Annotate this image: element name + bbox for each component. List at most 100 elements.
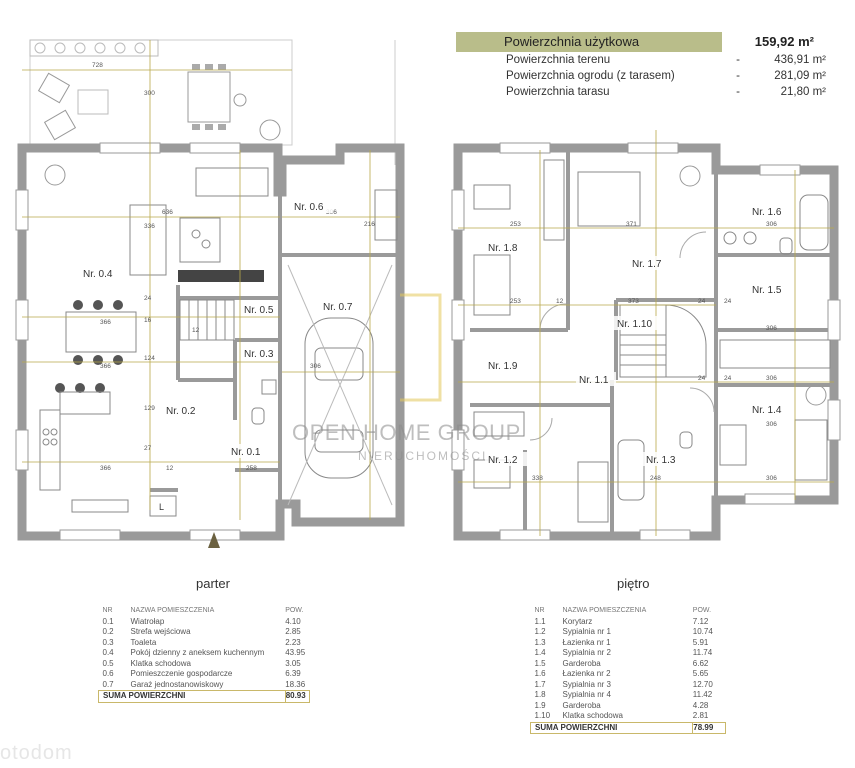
dim: 12	[556, 298, 564, 305]
dim: 24	[144, 295, 152, 302]
washbasin-icon	[261, 379, 277, 395]
upper-dimension-values: 253 371 306 306 253 373 306 12 24 24 24 …	[510, 221, 777, 482]
room-label: Nr. 1.5	[749, 282, 791, 296]
sink-counter	[71, 499, 129, 513]
sum-value: 80.93	[284, 690, 311, 703]
upper-room-labels: Nr. 1.1 Nr. 1.2 Nr. 1.3 Nr. 1.4 Nr. 1.5 …	[485, 204, 791, 466]
car-icon	[304, 317, 374, 479]
dim: 371	[626, 221, 637, 228]
kitchen-counter	[178, 270, 264, 282]
dim: 306	[766, 375, 777, 382]
room-label: Nr. 1.7	[629, 256, 671, 270]
dim: 248	[650, 475, 661, 482]
lounge-chair	[43, 109, 77, 141]
summary-row-dash: -	[736, 54, 740, 66]
upper-windows	[451, 142, 841, 541]
svg-text:Nr. 1.2: Nr. 1.2	[488, 455, 518, 466]
washbasin-icon	[723, 231, 737, 245]
ground-interior-walls	[150, 190, 400, 520]
room-label: Nr. 1.4	[749, 402, 791, 416]
svg-text:Nr. 0.1: Nr. 0.1	[231, 447, 261, 458]
desk	[719, 424, 747, 466]
dim: 373	[628, 298, 639, 305]
svg-text:Nr. 0.6: Nr. 0.6	[294, 202, 324, 213]
room-label: Nr. 1.1	[576, 372, 616, 386]
summary-row-label: Powierzchnia tarasu	[506, 86, 610, 98]
room-label: Nr. 1.8	[485, 240, 527, 254]
dim: 300	[144, 90, 155, 97]
summary-row-value: 281,09 m²	[774, 70, 826, 82]
summary-row-value: 436,91 m²	[774, 54, 826, 66]
ground-stairs	[179, 299, 235, 341]
tv-unit	[129, 204, 167, 276]
door-swings	[529, 231, 715, 441]
garage-door-lines	[287, 264, 393, 506]
dim: 258	[246, 465, 257, 472]
sofa	[195, 167, 269, 197]
dim: 12	[192, 327, 200, 334]
room-label: Nr. 0.6	[291, 199, 333, 213]
table-sum-row: SUMA POWIERZCHNI 78.99	[529, 721, 726, 734]
bed	[794, 419, 828, 481]
toilet-icon	[679, 431, 693, 449]
svg-text:Nr. 0.5: Nr. 0.5	[244, 305, 274, 316]
sum-label: SUMA POWIERZCHNI	[529, 721, 694, 734]
ground-room-labels: Nr. 0.1 Nr. 0.2 Nr. 0.3 Nr. 0.4 Nr. 0.5 …	[80, 199, 362, 458]
room-label: Nr. 1.3	[643, 452, 685, 466]
summary-row-dash: -	[736, 70, 740, 82]
svg-text:Nr. 1.6: Nr. 1.6	[752, 207, 782, 218]
svg-text:Nr. 1.10: Nr. 1.10	[617, 319, 652, 330]
bed	[577, 171, 641, 227]
side-table	[77, 89, 109, 115]
ground-floor-plan: L 728 300 636 336 366 366 129 366 258 12…	[15, 39, 405, 548]
room-label: Nr. 0.3	[241, 346, 275, 360]
dim: 366	[100, 363, 111, 370]
column-header: NAZWA POMIESZCZENIA	[130, 607, 215, 615]
bathtub-icon	[799, 194, 829, 251]
column-header: NAZWA POMIESZCZENIA	[562, 607, 647, 615]
dining-table	[65, 311, 137, 353]
dim: 27	[144, 445, 152, 452]
ground-dimension-values: 728 300 636 336 366 366 129 366 258 124 …	[92, 62, 375, 472]
utility-cabinet	[374, 189, 398, 241]
planter-box	[29, 39, 159, 57]
plant-icon	[679, 165, 701, 187]
dim: 366	[100, 465, 111, 472]
svg-text:Nr. 0.7: Nr. 0.7	[323, 302, 353, 313]
summary-row-dash: -	[736, 86, 740, 98]
table-header: NR NAZWA POMIESZCZENIA POW.	[531, 606, 726, 617]
dim: 306	[310, 363, 321, 370]
watermark-line2: NIERUCHOMOŚCI	[358, 448, 487, 463]
column-header: POW.	[692, 607, 712, 615]
dining-chairs	[55, 300, 123, 393]
entrance-arrow-icon	[208, 532, 220, 548]
svg-text:Nr. 1.8: Nr. 1.8	[488, 243, 518, 254]
svg-text:Nr. 1.5: Nr. 1.5	[752, 285, 782, 296]
dim: 24	[724, 375, 732, 382]
lounge-chair	[37, 72, 71, 104]
dim: 129	[144, 405, 155, 412]
dim: 728	[92, 62, 103, 69]
room-label: Nr. 1.10	[614, 316, 662, 330]
dim: 336	[144, 223, 155, 230]
room-label: Nr. 0.1	[228, 444, 270, 458]
upper-floor-plan: 253 371 306 306 253 373 306 12 24 24 24 …	[451, 130, 841, 541]
wardrobes	[473, 159, 831, 523]
otodom-stamp: otodom	[0, 742, 73, 764]
room-label: Nr. 0.7	[320, 299, 362, 313]
room-label: Nr. 1.9	[485, 358, 527, 372]
usable-area-value: 159,92 m²	[754, 34, 814, 49]
ground-floor-title: parter	[196, 576, 230, 591]
ground-windows	[15, 142, 241, 541]
